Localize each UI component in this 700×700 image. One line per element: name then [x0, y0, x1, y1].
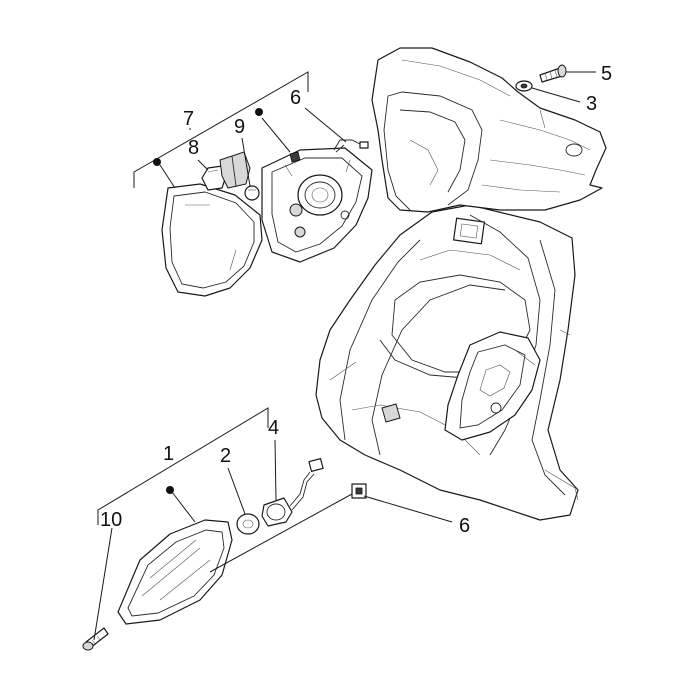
bracket-group-1: [97, 407, 269, 525]
indicator-bulb[interactable]: [236, 513, 260, 535]
callout-7: 7: [183, 108, 194, 130]
headlight-bulb[interactable]: [201, 151, 251, 191]
leader-lens: [159, 164, 176, 189]
indicator-bulb-socket[interactable]: [261, 458, 324, 527]
callout-9: 9: [234, 116, 245, 138]
headlight-wiring-connector[interactable]: [333, 139, 369, 153]
leader-wire-clip: [209, 493, 353, 573]
headlight-housing[interactable]: [261, 147, 373, 263]
washer[interactable]: [515, 80, 533, 92]
leader-4: [274, 439, 277, 501]
front-indicator-lens[interactable]: [117, 519, 233, 625]
leader-6-bottom: [363, 495, 453, 523]
marker-dot-housing: [255, 108, 263, 116]
front-shield[interactable]: [315, 204, 579, 521]
leader-housing: [261, 117, 291, 153]
marker-dot-lens: [153, 158, 161, 166]
parking-bulb[interactable]: [244, 185, 260, 201]
callout-5: 5: [601, 63, 612, 85]
right-indicator-housing[interactable]: [444, 331, 541, 441]
marker-dot-indicator: [166, 486, 174, 494]
handlebar-screw[interactable]: [539, 64, 567, 83]
callout-4: 4: [268, 417, 279, 439]
headlight-lens[interactable]: [161, 183, 263, 297]
leader-10: [93, 527, 113, 641]
callout-10: 10: [100, 509, 122, 531]
callout-6-bottom: 6: [459, 515, 470, 537]
callout-1: 1: [163, 443, 174, 465]
leader-6-top: [304, 107, 347, 143]
leader-2: [227, 467, 246, 515]
bracket-group-7: [133, 71, 309, 188]
callout-6-top: 6: [290, 87, 301, 109]
callout-2: 2: [220, 445, 231, 467]
leader-8: [197, 159, 209, 171]
clip-nut[interactable]: [351, 483, 367, 499]
callout-8: 8: [188, 137, 199, 159]
leader-3: [531, 87, 581, 103]
indicator-screw[interactable]: [82, 627, 109, 651]
leader-indicator-lens: [171, 491, 196, 523]
callout-3: 3: [586, 93, 597, 115]
handlebar-cover[interactable]: [371, 47, 607, 213]
leader-9: [241, 137, 251, 187]
